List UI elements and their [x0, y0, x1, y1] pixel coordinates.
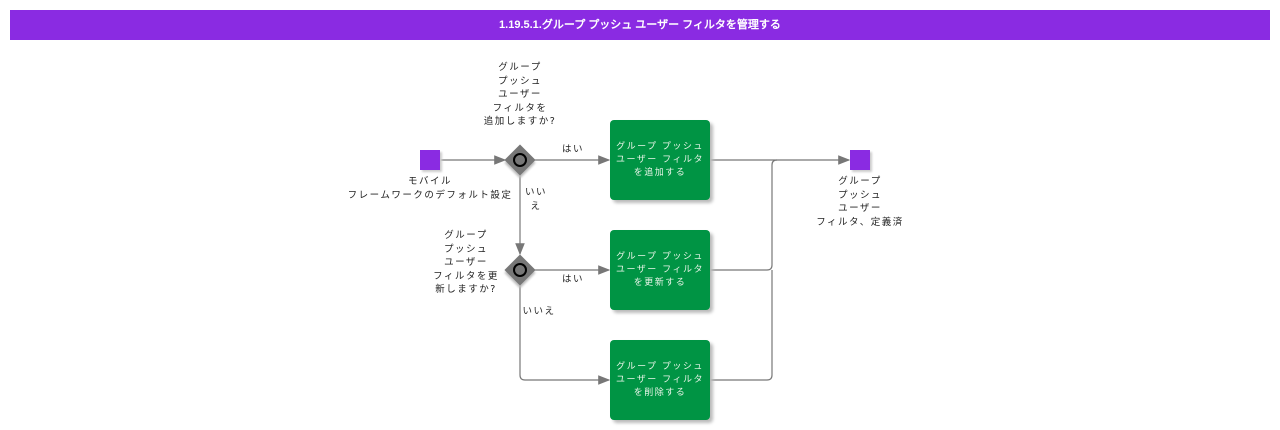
- start-event[interactable]: [420, 150, 440, 170]
- flow-task2-merge: [710, 159, 778, 271]
- task-add-filter[interactable]: グループ プッシュ ユーザー フィルタ を追加する: [610, 120, 710, 200]
- flow-label-g2-no: いいえ: [522, 306, 556, 317]
- flow-label-g1-yes: はい: [561, 144, 584, 155]
- gateway-2-label: グループ プッシュ ユーザー フィルタを更 新しますか?: [433, 230, 499, 295]
- task-delete-filter[interactable]: グループ プッシュ ユーザー フィルタ を削除する: [610, 340, 710, 420]
- flow-label-g2-yes: はい: [561, 274, 584, 285]
- diagram-title: 1.19.5.1.グループ プッシュ ユーザー フィルタを管理する: [10, 10, 1270, 40]
- gateway-1-label: グループ プッシュ ユーザー フィルタを 追加しますか?: [483, 62, 557, 127]
- end-event[interactable]: [850, 150, 870, 170]
- gateway-1[interactable]: [504, 144, 536, 176]
- flow-g2-no: [519, 285, 611, 385]
- task-update-filter[interactable]: グループ プッシュ ユーザー フィルタ を更新する: [610, 230, 710, 310]
- gateway-2[interactable]: [504, 254, 536, 286]
- flow-label-g1-no: いい え: [524, 187, 547, 212]
- end-event-label: グループ プッシュ ユーザー フィルタ、定義済: [816, 176, 904, 228]
- flow-task3-merge: [710, 270, 773, 381]
- start-event-label: モバイル フレームワークのデフォルト設定: [347, 176, 513, 201]
